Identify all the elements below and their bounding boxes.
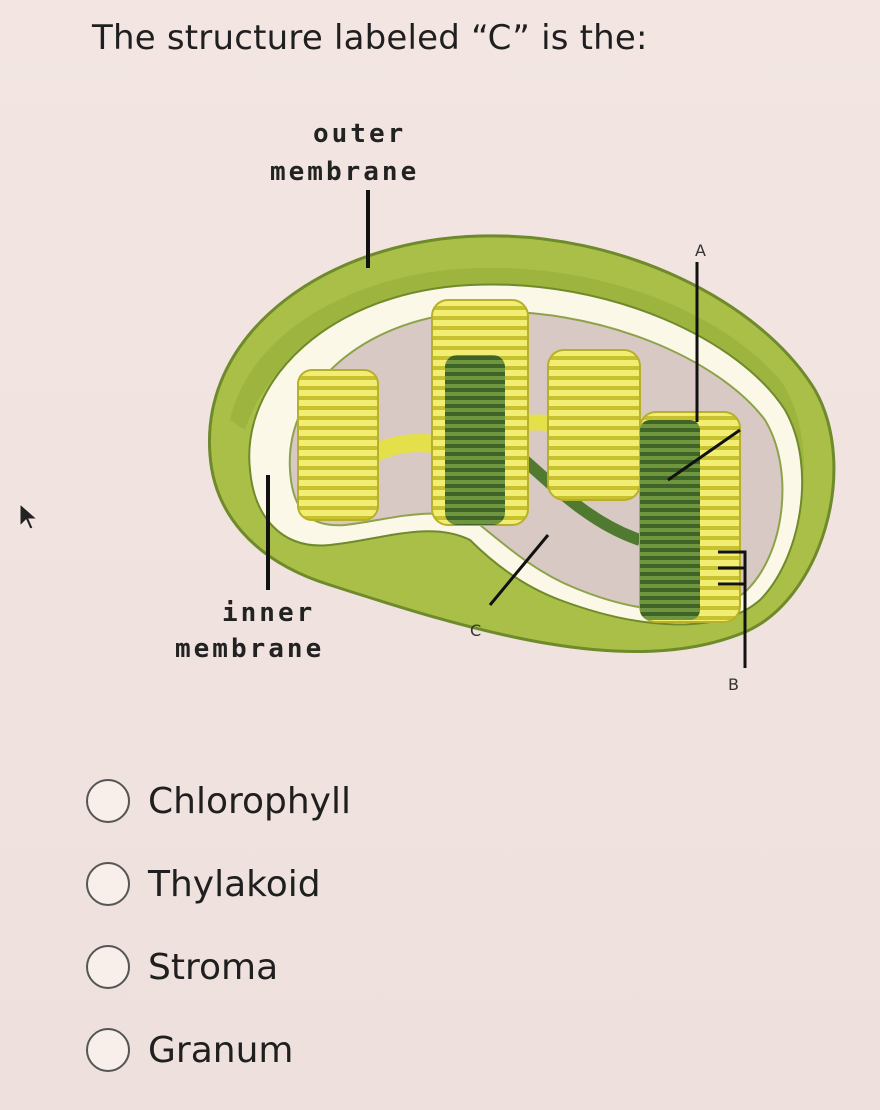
option-label: Thylakoid	[148, 863, 321, 905]
option-chlorophyll[interactable]: Chlorophyll	[86, 772, 351, 830]
mouse-pointer-icon	[19, 502, 39, 530]
inner-membrane-label-line2: membrane	[175, 634, 324, 664]
inner-membrane-label-line1: inner	[222, 598, 315, 628]
label-b: B	[728, 675, 739, 694]
outer-membrane-label-line2: membrane	[270, 157, 419, 187]
label-c: C	[470, 621, 481, 640]
answer-options: Chlorophyll Thylakoid Stroma Granum	[86, 772, 351, 1104]
granum-stack-center	[431, 299, 529, 526]
granum-stack-right	[547, 349, 641, 501]
radio-button-icon[interactable]	[86, 779, 130, 823]
outer-membrane-label-line1: outer	[313, 119, 406, 149]
option-label: Stroma	[148, 946, 279, 988]
radio-button-icon[interactable]	[86, 1028, 130, 1072]
option-label: Chlorophyll	[148, 780, 351, 822]
option-label: Granum	[148, 1029, 294, 1071]
label-a: A	[695, 241, 706, 260]
chloroplast-diagram: outer membrane inner membrane A C B	[175, 119, 836, 694]
granum-stack-front	[639, 411, 741, 623]
radio-button-icon[interactable]	[86, 862, 130, 906]
option-stroma[interactable]: Stroma	[86, 938, 351, 996]
option-granum[interactable]: Granum	[86, 1021, 351, 1079]
question-text: The structure labeled “C” is the:	[92, 18, 648, 58]
option-thylakoid[interactable]: Thylakoid	[86, 855, 351, 913]
granum-stack-left	[297, 369, 379, 521]
radio-button-icon[interactable]	[86, 945, 130, 989]
